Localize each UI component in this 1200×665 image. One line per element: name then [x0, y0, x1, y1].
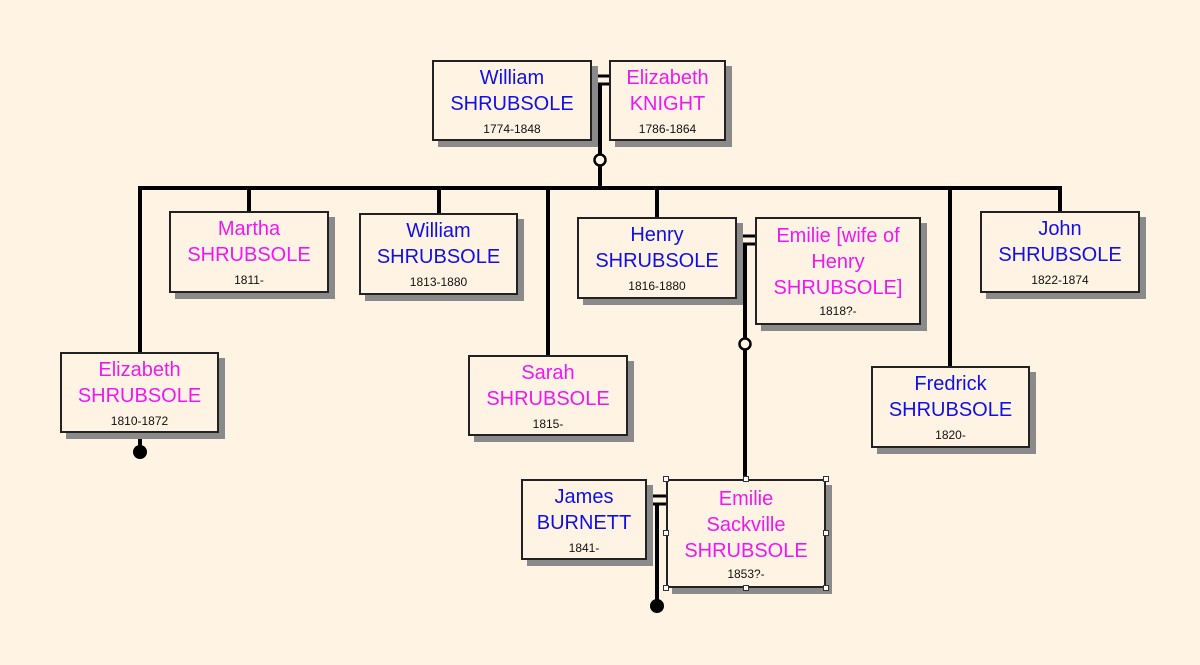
person-card-henry-shrubsole[interactable]: Henry SHRUBSOLE 1816-1880: [577, 217, 737, 299]
person-last-name: SHRUBSOLE]: [773, 277, 903, 299]
person-card-emilie-sackville-shrubsole[interactable]: Emilie Sackville SHRUBSOLE 1853?-: [666, 479, 826, 588]
person-dates: 1811-: [234, 273, 264, 287]
person-first-name: John: [1038, 218, 1082, 240]
person-first-name: Sarah: [521, 361, 575, 384]
person-last-name: SHRUBSOLE: [450, 92, 574, 115]
person-last-name: SHRUBSOLE: [998, 244, 1122, 266]
person-dates: 1815-: [532, 416, 564, 431]
person-first-name: Elizabeth: [98, 358, 181, 381]
person-first-name: Elizabeth: [626, 66, 709, 89]
person-card-sarah-shrubsole[interactable]: Sarah SHRUBSOLE 1815-: [468, 355, 628, 436]
resize-handle-top[interactable]: [743, 476, 749, 482]
person-first-name: Martha: [217, 218, 281, 240]
person-card-fredrick-shrubsole[interactable]: Fredrick SHRUBSOLE 1820-: [871, 366, 1030, 448]
person-first-name: William: [406, 220, 471, 242]
person-last-name: SHRUBSOLE: [187, 244, 311, 266]
resize-handle-top-left[interactable]: [663, 476, 669, 482]
person-first-name: Emilie: [718, 487, 774, 510]
person-last-name: SHRUBSOLE: [77, 384, 202, 407]
person-dates: 1818?-: [819, 304, 857, 318]
person-card-william-shrubsole-1774[interactable]: William SHRUBSOLE 1774-1848: [432, 60, 592, 141]
person-dates: 1820-: [935, 428, 966, 442]
person-first-name: James: [554, 485, 614, 508]
person-dates: 1853?-: [727, 566, 765, 581]
resize-handle-left[interactable]: [663, 530, 669, 536]
person-card-william-shrubsole-1813[interactable]: William SHRUBSOLE 1813-1880: [359, 213, 518, 295]
person-last-name: SHRUBSOLE: [376, 246, 501, 268]
person-card-elizabeth-shrubsole[interactable]: Elizabeth SHRUBSOLE 1810-1872: [60, 352, 219, 433]
person-last-name: BURNETT: [536, 511, 632, 534]
person-last-name: SHRUBSOLE: [684, 539, 808, 562]
person-first-name: Fredrick: [914, 373, 987, 395]
person-last-name: KNIGHT: [629, 92, 706, 115]
person-last-name: SHRUBSOLE: [595, 250, 719, 272]
person-dates: 1774-1848: [483, 121, 541, 136]
resize-handle-top-right[interactable]: [823, 476, 829, 482]
person-card-emilie-wife-of-henry[interactable]: Emilie [wife of Henry SHRUBSOLE] 1818?-: [755, 217, 921, 325]
person-last-name: SHRUBSOLE: [486, 387, 610, 410]
person-card-martha-shrubsole[interactable]: Martha SHRUBSOLE 1811-: [169, 211, 329, 293]
person-card-john-shrubsole[interactable]: John SHRUBSOLE 1822-1874: [980, 211, 1140, 293]
person-dates: 1810-1872: [110, 413, 169, 428]
person-dates: 1813-1880: [409, 275, 468, 289]
resize-handle-right[interactable]: [823, 530, 829, 536]
person-last-name: SHRUBSOLE: [888, 399, 1013, 421]
person-dates: 1816-1880: [628, 279, 686, 293]
resize-handle-bottom[interactable]: [743, 585, 749, 591]
resize-handle-bottom-left[interactable]: [663, 585, 669, 591]
person-middle-name: Henry: [811, 251, 865, 273]
person-dates: 1841-: [568, 540, 600, 555]
person-card-elizabeth-knight[interactable]: Elizabeth KNIGHT 1786-1864: [609, 60, 726, 141]
person-first-name: Henry: [630, 224, 684, 246]
person-dates: 1822-1874: [1031, 273, 1089, 287]
resize-handle-bottom-right[interactable]: [823, 585, 829, 591]
person-middle-name: Sackville: [706, 513, 786, 536]
person-card-james-burnett[interactable]: James BURNETT 1841-: [521, 479, 647, 560]
person-first-name: William: [479, 66, 545, 89]
person-dates: 1786-1864: [638, 121, 697, 136]
person-first-name: Emilie [wife of: [776, 225, 900, 247]
